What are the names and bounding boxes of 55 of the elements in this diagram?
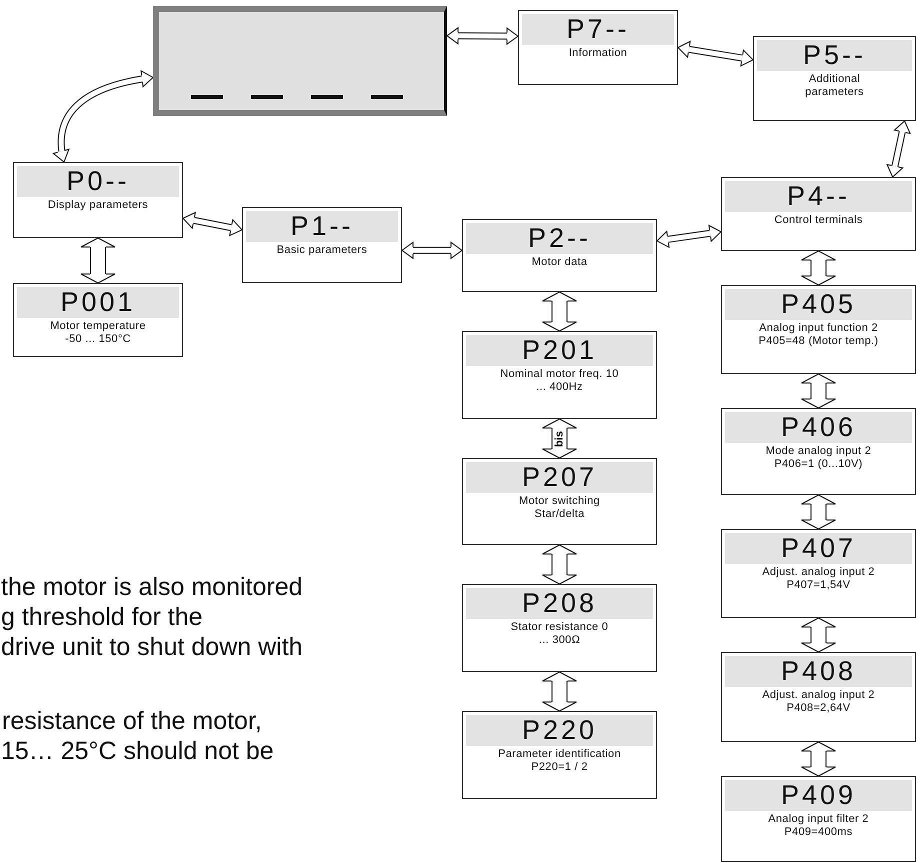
note-text: 15… 25°C should not be	[1, 736, 274, 766]
parameter-box	[721, 285, 916, 374]
parameter-code: P001	[17, 287, 179, 318]
note-text: g threshold for the	[1, 602, 203, 632]
parameter-box	[721, 529, 916, 618]
parameter-code: P4--	[725, 181, 912, 212]
parameter-code: P405	[725, 289, 912, 320]
parameter-box	[753, 36, 916, 121]
parameter-description: Analog input function 2 P405=48 (Motor temp.)	[758, 322, 880, 348]
parameter-box	[13, 283, 183, 357]
edge-label: bis	[554, 430, 565, 446]
display-panel	[153, 6, 447, 116]
parameter-description: Motor switching Star/delta	[518, 495, 601, 521]
parameter-code: P0--	[17, 166, 179, 197]
parameter-description: Adjust. analog input 2 P407=1,54V	[761, 566, 876, 592]
parameter-code: P409	[725, 780, 912, 811]
parameter-description: Motor temperature -50 ... 150°C	[49, 320, 147, 346]
parameter-description: Analog input filter 2 P409=400ms	[767, 813, 870, 839]
parameter-code: P7--	[522, 14, 674, 45]
parameter-description: Stator resistance 0 ... 300Ω	[510, 621, 610, 647]
parameter-description: Control terminals	[773, 214, 864, 227]
parameter-code: P2--	[466, 223, 653, 254]
parameter-box	[462, 711, 657, 799]
parameter-code: P201	[466, 335, 653, 366]
parameter-description: Information	[568, 47, 628, 60]
parameter-box	[13, 162, 183, 238]
parameter-box	[242, 207, 402, 283]
parameter-code: P207	[466, 462, 653, 493]
parameter-box	[462, 458, 657, 545]
parameter-code: P406	[725, 412, 912, 443]
parameter-code: P208	[466, 588, 653, 619]
note-text: drive unit to shut down with	[1, 632, 303, 662]
parameter-description: Parameter identification P220=1 / 2	[497, 748, 622, 774]
parameter-box	[721, 776, 916, 862]
parameter-box	[462, 219, 657, 292]
parameter-description: Nominal motor freq. 10 ... 400Hz	[499, 368, 620, 394]
parameter-code: P5--	[757, 40, 912, 71]
parameter-box	[721, 408, 916, 495]
parameter-description: Adjust. analog input 2 P408=2,64V	[761, 689, 876, 715]
parameter-code: P1--	[246, 211, 398, 242]
parameter-box	[462, 584, 657, 672]
note-text: the motor is also monitored	[1, 572, 303, 602]
parameter-box	[462, 331, 657, 419]
parameter-description: Mode analog input 2 P406=1 (0...10V)	[764, 445, 872, 471]
parameter-description: Motor data	[530, 256, 588, 269]
parameter-code: P220	[466, 715, 653, 746]
parameter-code: P407	[725, 533, 912, 564]
parameter-box	[721, 177, 916, 251]
parameter-box	[721, 652, 916, 742]
parameter-description: Additional parameters	[804, 73, 865, 99]
parameter-box	[518, 10, 678, 85]
parameter-code: P408	[725, 656, 912, 687]
parameter-description: Display parameters	[46, 199, 150, 212]
note-text: resistance of the motor,	[2, 706, 262, 736]
parameter-description: Basic parameters	[276, 244, 368, 257]
